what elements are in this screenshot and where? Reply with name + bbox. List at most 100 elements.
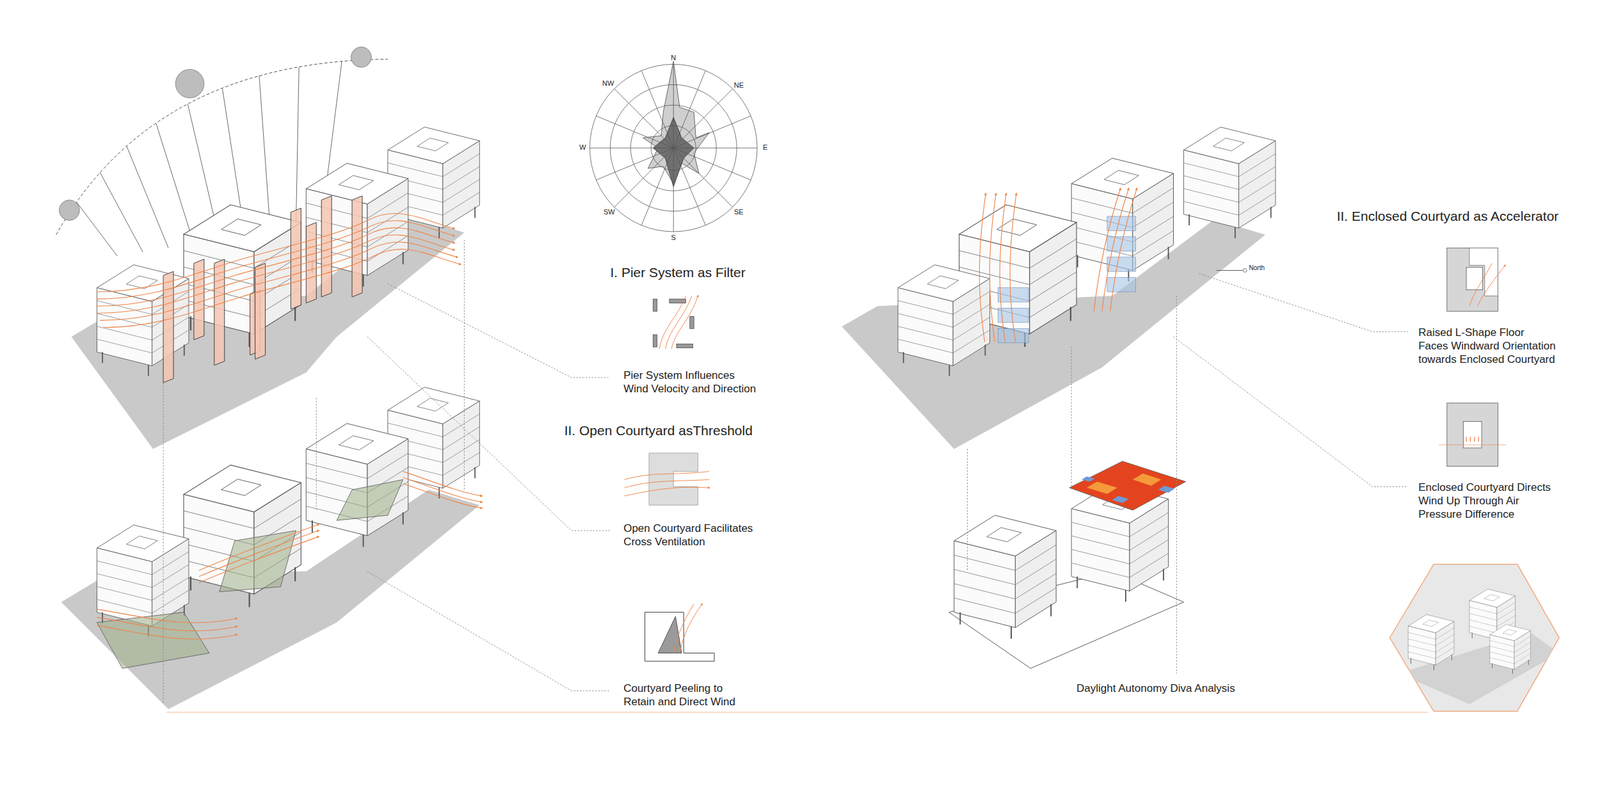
enclosed-scene	[1009, 193, 1017, 342]
enclosed-scene	[1107, 257, 1136, 272]
leader-lines	[1173, 336, 1409, 487]
courtyard-scene	[336, 479, 404, 521]
open-courtyard-icon	[624, 471, 710, 496]
enclosed-scene	[997, 288, 1029, 303]
enclosed-scene	[1183, 127, 1275, 239]
enclosed-scene	[1093, 188, 1120, 312]
model-photo	[1397, 588, 1560, 704]
courtyard-scene	[199, 536, 319, 584]
model-photo	[1408, 614, 1455, 671]
wind-rose	[590, 64, 758, 232]
courtyard-scene	[305, 423, 408, 548]
pier-scene	[255, 263, 266, 360]
compass-label: N	[670, 53, 676, 63]
courtyard-scene	[403, 483, 482, 509]
enclosed-scene	[999, 193, 1007, 342]
daylight-scene	[1132, 473, 1162, 486]
pier-icon	[652, 295, 698, 349]
enclosed-scene	[997, 328, 1029, 343]
leader-lines	[163, 240, 1408, 704]
pressure-icon	[1438, 444, 1506, 446]
accelerator-icon	[1447, 247, 1499, 312]
section-heading: II. Enclosed Courtyard as Accelerator	[1336, 208, 1560, 225]
compass-label: W	[579, 143, 586, 153]
compass-label: NW	[602, 79, 614, 89]
leader-lines	[387, 283, 611, 378]
caption: Raised L-Shape Floor Faces Windward Orie…	[1418, 325, 1556, 367]
daylight-scene	[1071, 484, 1168, 602]
open-courtyard-icon	[624, 453, 710, 505]
courtyard-scene	[199, 530, 319, 577]
pier-scene	[56, 46, 480, 449]
accelerator-icon	[1447, 247, 1506, 312]
wind-rose	[590, 64, 758, 232]
courtyard-scene	[96, 612, 209, 669]
enclosed-scene	[989, 193, 996, 342]
pier-icon	[659, 295, 699, 349]
enclosed-scene	[841, 127, 1276, 450]
accelerator-icon	[1469, 263, 1506, 306]
compass-label: NE	[734, 81, 744, 91]
pier-scene	[175, 69, 205, 98]
courtyard-scene	[96, 625, 237, 639]
accelerator-icon	[1466, 267, 1483, 290]
daylight-scene	[1081, 476, 1096, 482]
pier-scene	[183, 204, 301, 347]
pier-scene	[103, 248, 461, 328]
daylight-scene	[949, 461, 1186, 669]
pier-scene	[163, 195, 363, 383]
section-heading: I. Pier System as Filter	[609, 264, 745, 281]
courtyard-scene	[219, 530, 297, 592]
model-photo	[1390, 564, 1560, 712]
daylight-scene	[1112, 496, 1129, 504]
courtyard-scene	[403, 477, 482, 502]
enclosed-scene	[1242, 268, 1247, 273]
pier-icon	[652, 298, 657, 312]
daylight-scene	[954, 515, 1056, 639]
pier-scene	[350, 46, 372, 68]
caption: Courtyard Peeling to Retain and Direct W…	[623, 681, 752, 710]
pier-scene	[96, 213, 454, 292]
enclosed-scene	[979, 193, 986, 342]
caption: Pier System Influences Wind Velocity and…	[623, 368, 760, 397]
pressure-icon	[1438, 403, 1506, 467]
pressure-icon	[1466, 436, 1479, 442]
courtyard-scene	[96, 479, 403, 669]
wind-rose	[590, 64, 758, 232]
leader-lines	[367, 571, 610, 692]
peeling-icon	[645, 612, 715, 662]
enclosed-scene	[1071, 158, 1174, 282]
leader-lines	[967, 295, 1177, 674]
enclosed-scene	[997, 216, 1136, 344]
pressure-icon	[1463, 421, 1482, 448]
daylight-scene	[1069, 461, 1186, 511]
compass-label: S	[671, 233, 676, 243]
pier-icon	[676, 343, 694, 348]
wind-rose	[590, 61, 758, 232]
enclosed-scene	[1216, 270, 1243, 271]
compass-label: SE	[734, 208, 744, 217]
pier-scene	[58, 200, 80, 221]
peeling-icon	[645, 604, 715, 662]
courtyard-scene	[199, 524, 319, 571]
courtyard-scene	[61, 387, 482, 710]
caption: Open Courtyard Facilitates Cross Ventila…	[623, 521, 760, 550]
base-line	[166, 711, 1429, 713]
caption: Daylight Autonomy Diva Analysis	[1076, 681, 1236, 696]
enclosed-scene	[897, 264, 990, 377]
enclosed-scene	[1110, 188, 1137, 312]
courtyard-scene	[183, 465, 301, 608]
pressure-icon	[1447, 403, 1499, 467]
pier-icon	[689, 316, 694, 329]
leader-lines	[163, 240, 464, 704]
open-courtyard-icon	[648, 453, 699, 505]
enclosed-scene	[1107, 277, 1136, 292]
daylight-scene	[1086, 481, 1118, 495]
courtyard-scene	[403, 471, 482, 496]
peeling-icon	[673, 604, 703, 654]
pier-scene	[321, 195, 332, 297]
pier-scene	[214, 259, 225, 366]
enclosed-scene	[1102, 188, 1129, 312]
